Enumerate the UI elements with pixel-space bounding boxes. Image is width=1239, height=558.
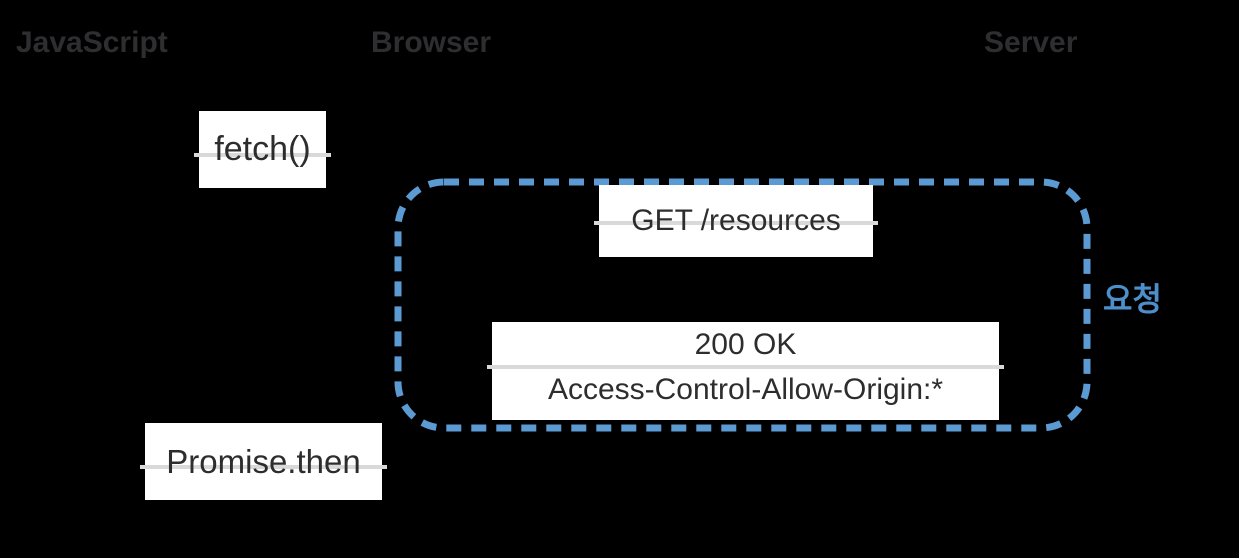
lane-header-browser: Browser [371, 26, 492, 59]
promise-then-box: Promise.then [140, 423, 387, 500]
lane-header-javascript: JavaScript [16, 26, 168, 59]
lane-header-server: Server [984, 26, 1078, 59]
response-header-label: Access-Control-Allow-Origin:* [547, 373, 944, 406]
connector-line [487, 365, 1004, 369]
promise-then-label: Promise.then [166, 442, 361, 480]
get-request-label: GET /resources [631, 204, 841, 237]
response-status-label: 200 OK [694, 328, 797, 361]
connector-line [194, 152, 331, 157]
connector-line [594, 221, 878, 225]
fetch-call-box: fetch() [194, 111, 331, 188]
connector-line [140, 464, 387, 469]
get-request-box: GET /resources [594, 185, 878, 257]
fetch-call-label: fetch() [214, 130, 311, 168]
response-box: 200 OK Access-Control-Allow-Origin:* [487, 322, 1004, 420]
request-group-label: 요청 [1103, 281, 1162, 317]
